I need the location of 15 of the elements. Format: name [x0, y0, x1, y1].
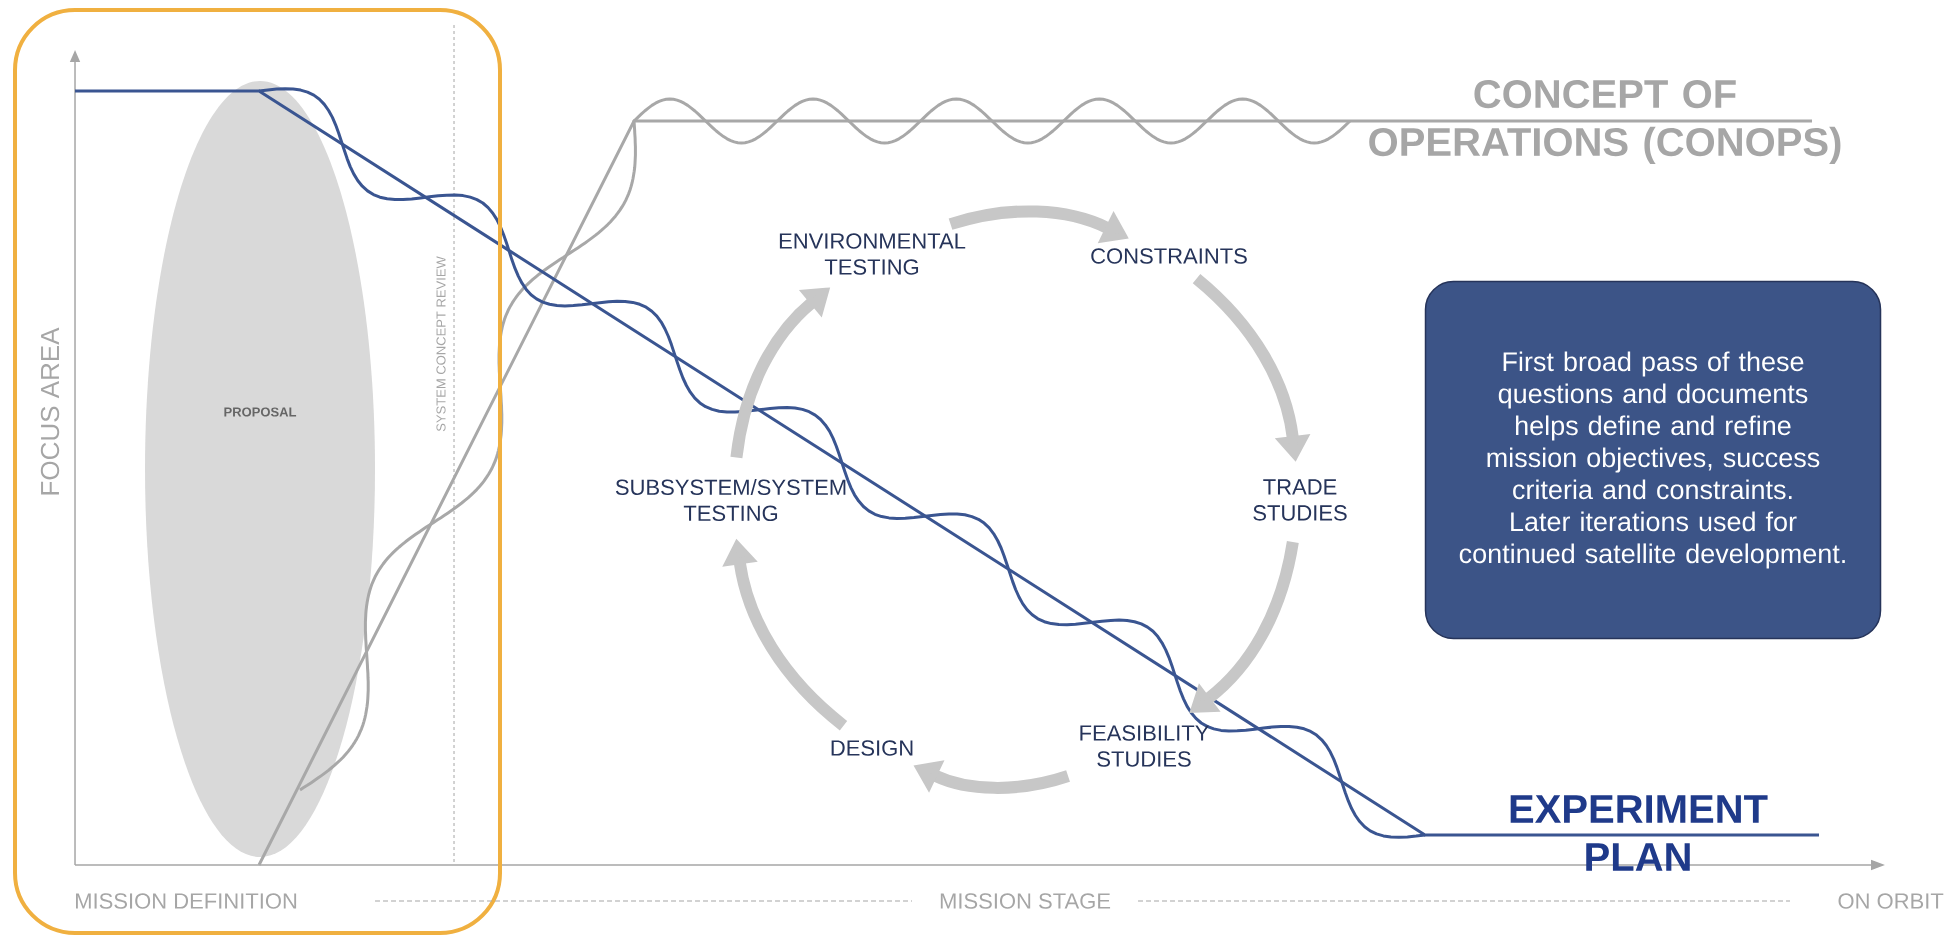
stage-label: DESIGN — [831, 740, 913, 756]
info-box: First broad pass of these questions and documents helps define and refine mission objectives, success criteria and constraints. Later iterations used for continued satellite development. — [1424, 280, 1882, 640]
stage-label: ENVIRONMENTAL TESTING — [779, 233, 966, 275]
stage-label: CONSTRAINTS — [1091, 248, 1247, 264]
stage-label: SUBSYSTEM/SYSTEM TESTING — [615, 478, 846, 522]
proposal-label: PROPOSAL — [224, 407, 297, 417]
stage-label: FEASIBILITY STUDIES — [1080, 725, 1209, 767]
axis-label: ON ORBIT — [1835, 891, 1946, 911]
axis-label: MISSION DEFINITION — [72, 891, 300, 911]
heading: CONCEPT OF OPERATIONS (CONOPS) — [1369, 79, 1841, 165]
axis-label: MISSION STAGE — [937, 891, 1113, 911]
stage-label: TRADE STUDIES — [1253, 479, 1347, 521]
axis-label: FOCUS AREA — [40, 327, 60, 495]
milestone-label: SYSTEM CONCEPT REVIEW — [436, 256, 446, 432]
heading: EXPERIMENT PLAN — [1510, 795, 1768, 871]
